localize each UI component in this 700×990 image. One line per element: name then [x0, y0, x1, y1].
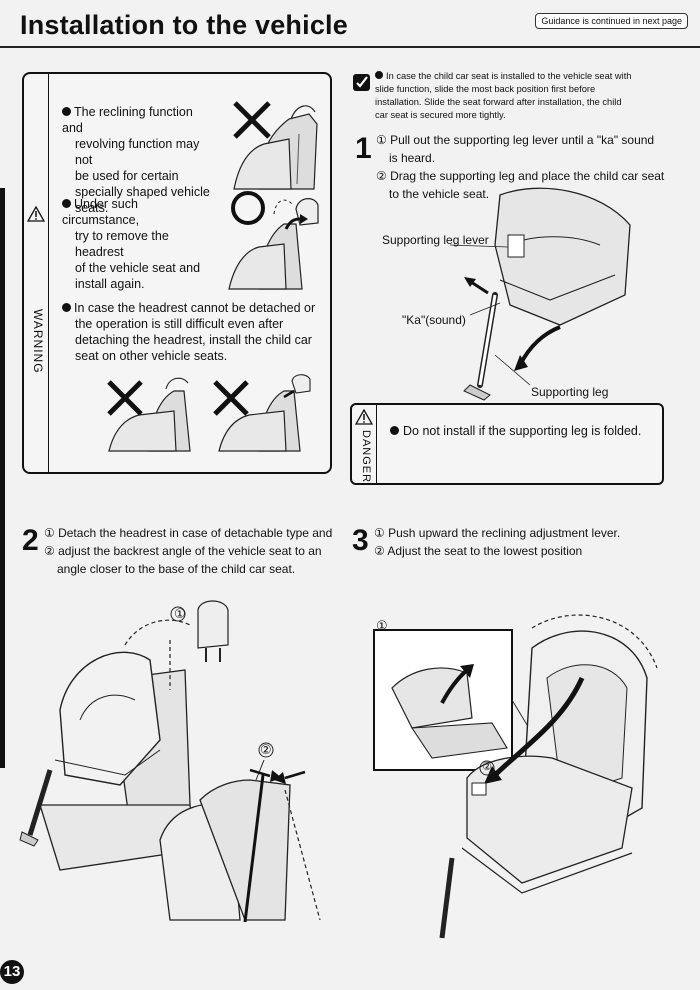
bullet-dot [390, 426, 399, 435]
step-3-marker-1: ① [376, 618, 388, 633]
seat-illustration-cross-right [214, 369, 319, 454]
bullet-dot [62, 199, 71, 208]
side-tab-bar [0, 188, 5, 768]
step-3-text: ① Push upward the reclining adjustment l… [374, 526, 621, 558]
warning-side-strip: WARNING [24, 74, 49, 472]
circle-ok-icon [231, 191, 265, 225]
warning-box: WARNING The reclining function and revol… [22, 72, 332, 474]
callout-supporting-leg: Supporting leg [531, 385, 609, 399]
step-3-illustration [372, 608, 672, 938]
step-1-text: ① Pull out the supporting leg lever unti… [376, 133, 665, 201]
bullet-dot [62, 303, 71, 312]
warning-bullet-3: In case the headrest cannot be detached … [62, 300, 322, 364]
cross-mark-icon [232, 100, 272, 140]
page-number: 13 [0, 960, 24, 984]
bullet-dot [375, 71, 383, 79]
danger-label: DANGER [360, 430, 372, 484]
cross-mark-icon [212, 379, 250, 417]
callout-ka-sound: "Ka"(sound) [402, 313, 466, 327]
header-rule [0, 46, 700, 48]
bullet-dot [62, 107, 71, 116]
step-2-text: ① Detach the headrest in case of detacha… [44, 526, 333, 576]
warning-label: WARNING [31, 309, 45, 374]
seat-illustration-cross-left [104, 369, 209, 454]
step-2-number: 2 [22, 524, 39, 557]
step-3-marker-2: ② [482, 761, 492, 773]
warning-triangle-icon [355, 409, 373, 425]
seat-illustration-headrest-removal [214, 189, 326, 294]
danger-box: DANGER Do not install if the supporting … [350, 403, 664, 485]
tip-text: In case the child car seat is installed … [375, 71, 632, 120]
step-1-number: 1 [355, 132, 372, 165]
warning-triangle-icon [27, 206, 45, 222]
danger-side-strip: DANGER [352, 405, 377, 483]
step-2-marker-2: ② [260, 742, 272, 757]
tip-check-icon [353, 74, 370, 91]
cross-mark-icon [106, 379, 144, 417]
continued-badge: Guidance is continued in next page [535, 13, 688, 29]
callout-supporting-leg-lever: Supporting leg lever [382, 233, 489, 247]
step-2-illustration [20, 600, 340, 930]
danger-text: Do not install if the supporting leg is … [390, 424, 641, 438]
seat-illustration-not-ok [229, 94, 324, 194]
page-title: Installation to the vehicle [20, 10, 348, 40]
warning-bullet-1: The reclining function and revolving fun… [62, 105, 210, 215]
step-2-marker-1: ① [174, 606, 186, 621]
step-3-number: 3 [352, 524, 369, 557]
warning-bullet-2: Under such circumstance, try to remove t… [62, 197, 201, 291]
supporting-leg-illustration [440, 185, 640, 405]
